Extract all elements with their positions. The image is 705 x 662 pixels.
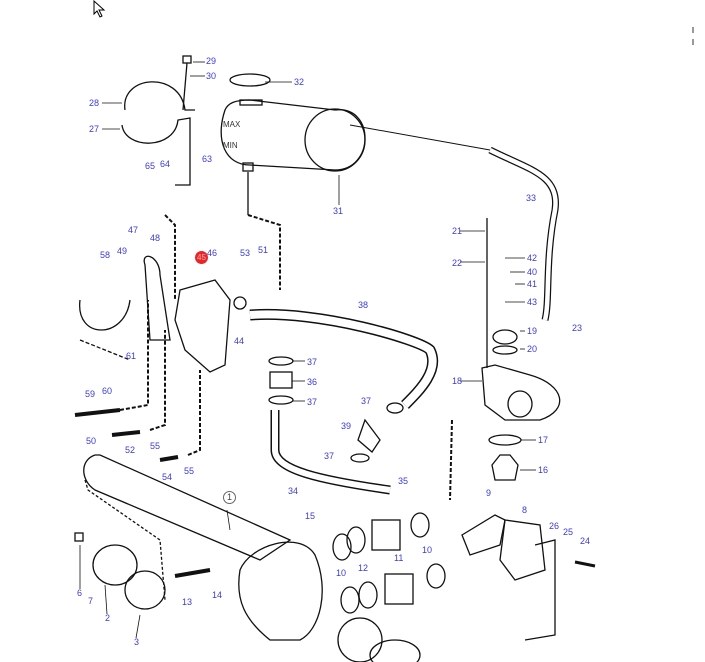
bracket-26 xyxy=(524,539,556,641)
part-label-24[interactable]: 24 xyxy=(580,536,591,546)
part-label-9[interactable]: 9 xyxy=(486,488,492,498)
part-label-22[interactable]: 22 xyxy=(452,258,463,268)
part-label-7[interactable]: 7 xyxy=(88,596,94,606)
thermostat-housing xyxy=(481,364,561,421)
part-label-18[interactable]: 18 xyxy=(452,376,463,386)
part-label-15[interactable]: 15 xyxy=(305,511,316,521)
part-label-55[interactable]: 55 xyxy=(150,441,161,451)
part-label-25[interactable]: 25 xyxy=(563,527,574,537)
part-label-60[interactable]: 60 xyxy=(102,386,113,396)
part-label-65[interactable]: 65 xyxy=(145,161,156,171)
heat-exchanger-tube xyxy=(83,454,292,561)
sleeve-11 xyxy=(371,519,401,551)
part-label-54[interactable]: 54 xyxy=(162,472,173,482)
cover-2 xyxy=(92,544,138,586)
scroll-marks xyxy=(692,27,694,45)
part-label-19[interactable]: 19 xyxy=(527,326,538,336)
mouse-cursor-icon xyxy=(93,0,106,18)
part-label-8[interactable]: 8 xyxy=(522,505,528,515)
part-label-46[interactable]: 46 xyxy=(207,248,218,258)
part-label-40[interactable]: 40 xyxy=(527,267,538,277)
part-label-38[interactable]: 38 xyxy=(358,300,369,310)
part-label-51[interactable]: 51 xyxy=(258,245,269,255)
part-label-16[interactable]: 16 xyxy=(538,465,549,475)
part-label-23[interactable]: 23 xyxy=(572,323,583,333)
part-label-50[interactable]: 50 xyxy=(86,436,97,446)
part-label-12[interactable]: 12 xyxy=(358,563,369,573)
part-label-33[interactable]: 33 xyxy=(526,193,537,203)
part-label-52[interactable]: 52 xyxy=(125,445,136,455)
part-label-10[interactable]: 10 xyxy=(336,568,347,578)
filler-cap xyxy=(229,73,271,87)
part-label-47[interactable]: 47 xyxy=(128,225,139,235)
part-label-41[interactable]: 41 xyxy=(527,279,538,289)
part-label-59[interactable]: 59 xyxy=(85,389,96,399)
part-label-34[interactable]: 34 xyxy=(288,486,299,496)
part-label-48[interactable]: 48 xyxy=(150,233,161,243)
clamp-bracket xyxy=(121,117,191,186)
part-label-58[interactable]: 58 xyxy=(100,250,111,260)
part-label-55[interactable]: 55 xyxy=(184,466,195,476)
part-label-28[interactable]: 28 xyxy=(89,98,100,108)
part-label-17[interactable]: 17 xyxy=(538,435,549,445)
part-label-37[interactable]: 37 xyxy=(307,357,318,367)
plug-19 xyxy=(492,329,518,345)
part-label-21[interactable]: 21 xyxy=(452,226,463,236)
part-label-1[interactable]: 1 xyxy=(223,491,236,504)
part-label-45[interactable]: 45 xyxy=(195,251,208,264)
part-label-43[interactable]: 43 xyxy=(527,297,538,307)
part-label-27[interactable]: 27 xyxy=(89,124,100,134)
hose-36 xyxy=(269,371,293,389)
screw-29 xyxy=(182,55,192,64)
part-label-20[interactable]: 20 xyxy=(527,344,538,354)
part-label-2[interactable]: 2 xyxy=(105,613,111,623)
tank-min-mark: MIN xyxy=(223,141,238,150)
part-label-3[interactable]: 3 xyxy=(134,637,140,647)
cover-3 xyxy=(124,570,166,610)
part-label-32[interactable]: 32 xyxy=(294,77,305,87)
part-label-39[interactable]: 39 xyxy=(341,421,352,431)
part-label-53[interactable]: 53 xyxy=(240,248,251,258)
hose-39 xyxy=(357,418,381,453)
heat-exchanger-end xyxy=(238,541,323,641)
part-label-29[interactable]: 29 xyxy=(206,56,217,66)
part-label-37[interactable]: 37 xyxy=(324,451,335,461)
thermostat xyxy=(491,454,519,481)
part-label-49[interactable]: 49 xyxy=(117,246,128,256)
part-label-30[interactable]: 30 xyxy=(206,71,217,81)
part-label-14[interactable]: 14 xyxy=(212,590,223,600)
clamp-58 xyxy=(79,299,131,331)
part-label-37[interactable]: 37 xyxy=(361,396,372,406)
water-pump xyxy=(174,279,231,373)
part-label-31[interactable]: 31 xyxy=(333,206,344,216)
part-label-6[interactable]: 6 xyxy=(77,588,83,598)
part-label-61[interactable]: 61 xyxy=(126,351,137,361)
part-label-13[interactable]: 13 xyxy=(182,597,193,607)
gasket-9 xyxy=(461,514,506,556)
part-label-63[interactable]: 63 xyxy=(202,154,213,164)
part-label-64[interactable]: 64 xyxy=(160,159,171,169)
part-label-36[interactable]: 36 xyxy=(307,377,318,387)
part-label-11[interactable]: 11 xyxy=(394,553,404,563)
part-label-37[interactable]: 37 xyxy=(307,397,318,407)
part-label-10[interactable]: 10 xyxy=(422,545,433,555)
tank-max-mark: MAX xyxy=(223,120,241,129)
part-label-35[interactable]: 35 xyxy=(398,476,409,486)
part-label-42[interactable]: 42 xyxy=(527,253,538,263)
part-label-44[interactable]: 44 xyxy=(234,336,245,346)
part-label-26[interactable]: 26 xyxy=(549,521,560,531)
